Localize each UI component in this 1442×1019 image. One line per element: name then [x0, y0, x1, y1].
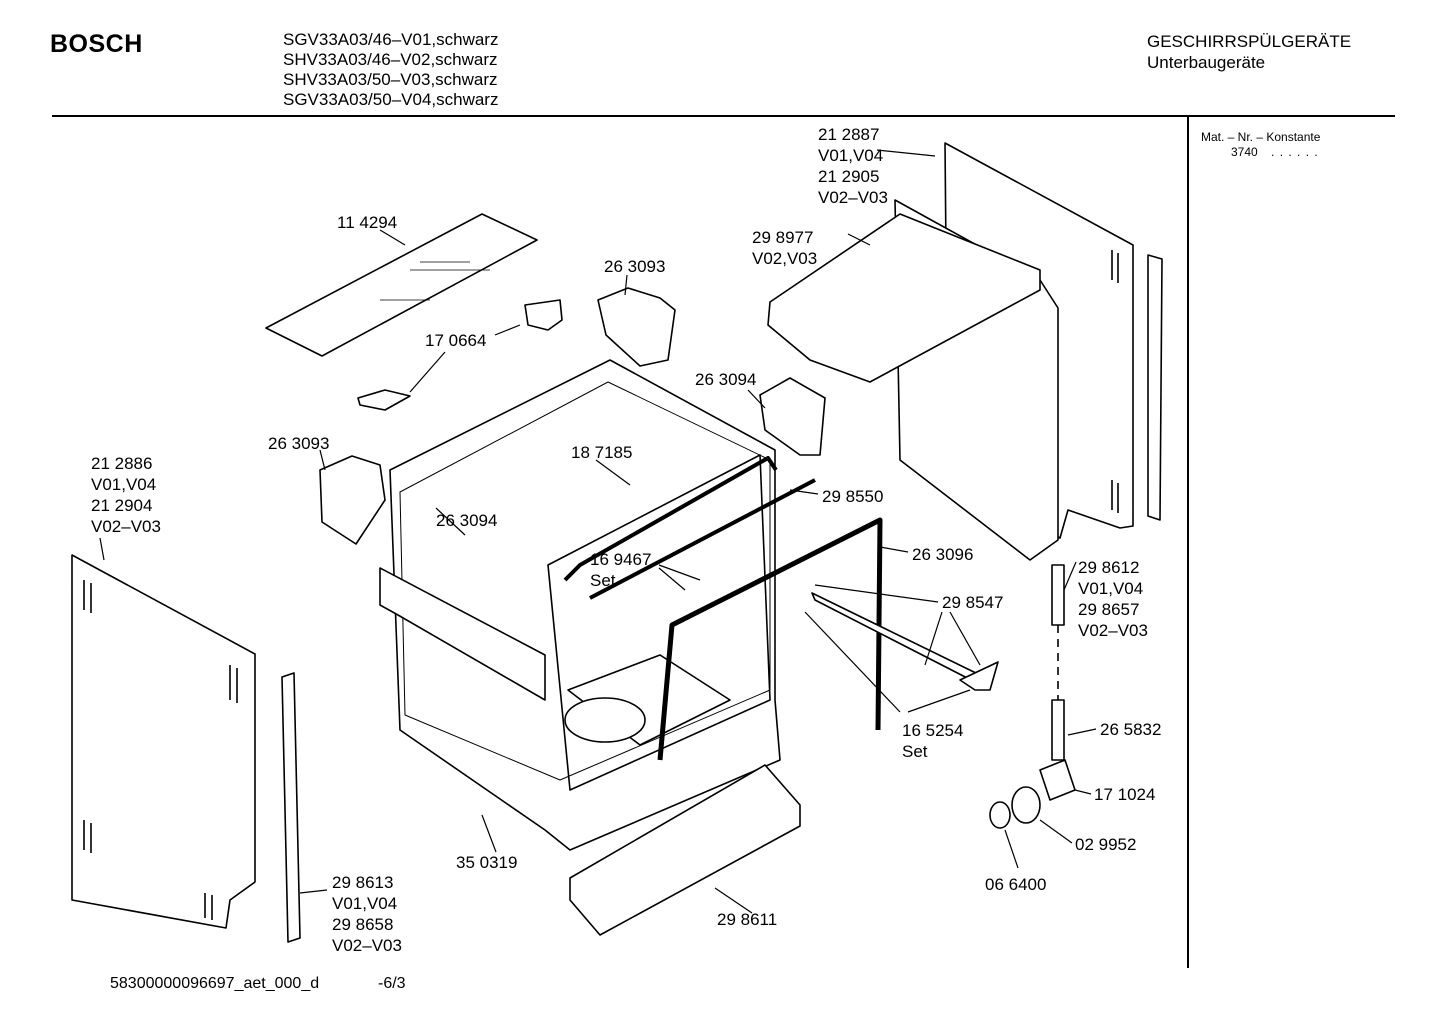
part-label: 26 3094 — [695, 369, 756, 390]
leader-lines — [99, 149, 1097, 914]
part-variant: V02–V03 — [1078, 621, 1148, 640]
part-number: 26 3093 — [604, 257, 666, 276]
part-variant: V02,V03 — [752, 249, 818, 268]
part-number: 21 2904 — [91, 496, 153, 515]
material-constant-value: 3740 — [1231, 145, 1258, 159]
front-trim — [379, 567, 546, 701]
part-label: 29 8613 V01,V04 29 8658 V02–V03 — [332, 872, 402, 956]
part-number: 29 8977 — [752, 228, 814, 247]
part-number: 29 8611 — [717, 910, 778, 929]
side-strip-right — [1147, 254, 1163, 521]
part-number: 16 5254 — [902, 721, 964, 740]
part-label: 26 5832 — [1100, 719, 1161, 740]
part-number: 26 3093 — [268, 434, 330, 453]
part-number: 29 8658 — [332, 915, 394, 934]
part-number: 26 5832 — [1100, 720, 1162, 739]
part-number: 17 0664 — [425, 331, 487, 350]
brand-logo: BOSCH — [50, 30, 143, 58]
part-variant: Set — [590, 571, 616, 590]
part-number: 21 2887 — [818, 125, 880, 144]
part-variant: V02–V03 — [818, 188, 888, 207]
part-label: 35 0319 — [456, 852, 517, 873]
part-number: 17 1024 — [1094, 785, 1156, 804]
part-number: 11 4294 — [337, 213, 398, 232]
hinge-cover-right — [759, 377, 826, 456]
part-label: 26 3093 — [604, 256, 665, 277]
page-number: -6/3 — [378, 975, 406, 992]
part-number: 29 8547 — [942, 593, 1004, 612]
nut-ring — [989, 801, 1011, 829]
material-constant-title: Mat. – Nr. – Konstante — [1201, 130, 1321, 144]
part-number: 29 8612 — [1078, 558, 1140, 577]
part-label: 26 3093 — [268, 433, 329, 454]
part-label: 21 2887 V01,V04 21 2905 V02–V03 — [818, 124, 888, 208]
guide-rail — [589, 478, 816, 600]
part-label: 16 5254 Set — [902, 720, 963, 762]
part-number: 35 0319 — [456, 853, 518, 872]
part-variant: V01,V04 — [332, 894, 398, 913]
part-number: 21 2886 — [91, 454, 153, 473]
part-variant: V02–V03 — [91, 517, 161, 536]
material-constant-row: 3740 . . . . . . — [1201, 145, 1320, 160]
part-label: 17 1024 — [1094, 784, 1155, 805]
part-label: 26 3096 — [912, 544, 973, 565]
model-line: SHV33A03/50–V03,schwarz — [283, 70, 498, 89]
model-line: SHV33A03/46–V02,schwarz — [283, 50, 498, 69]
top-insulation-panel — [767, 213, 1041, 383]
part-variant: V01,V04 — [1078, 579, 1144, 598]
part-label: 26 3094 — [436, 510, 497, 531]
part-number: 29 8550 — [822, 487, 884, 506]
material-constant: Mat. – Nr. – Konstante 3740 . . . . . . — [1201, 130, 1320, 160]
part-number: 06 6400 — [985, 875, 1047, 894]
part-variant: V01,V04 — [818, 146, 884, 165]
side-panel-left — [71, 554, 256, 929]
part-number: 29 8613 — [332, 873, 394, 892]
inlet-hose-lower — [1051, 699, 1065, 761]
part-label: 29 8550 — [822, 486, 883, 507]
header-divider — [52, 115, 1395, 117]
category-title: GESCHIRRSPÜLGERÄTE — [1147, 32, 1352, 51]
part-label: 02 9952 — [1075, 834, 1136, 855]
part-number: 18 7185 — [571, 443, 633, 462]
part-variant: Set — [902, 742, 928, 761]
part-label: 21 2886 V01,V04 21 2904 V02–V03 — [91, 453, 161, 537]
part-variant: V01,V04 — [91, 475, 157, 494]
part-variant: V02–V03 — [332, 936, 402, 955]
mounting-bracket-lower — [357, 389, 411, 411]
part-label: 11 4294 — [337, 212, 397, 233]
model-line: SGV33A03/46–V01,schwarz — [283, 30, 499, 49]
part-number: 26 3094 — [436, 511, 498, 530]
category-block: GESCHIRRSPÜLGERÄTE Unterbaugeräte — [1147, 31, 1351, 73]
part-number: 26 3096 — [912, 545, 974, 564]
base-trim — [569, 764, 801, 936]
part-label: 06 6400 — [985, 874, 1046, 895]
part-number: 26 3094 — [695, 370, 757, 389]
part-number: 16 9467 — [590, 550, 652, 569]
part-label: 29 8611 — [717, 909, 777, 930]
side-strip-left — [281, 672, 301, 943]
washer-ring — [1011, 786, 1041, 824]
model-list: SGV33A03/46–V01,schwarz SHV33A03/46–V02,… — [283, 30, 498, 110]
part-number: 29 8657 — [1078, 600, 1140, 619]
hinge-clip-left — [319, 455, 386, 545]
material-constant-dots: . . . . . . — [1271, 145, 1319, 159]
side-divider — [1187, 117, 1189, 968]
hinge-clip-upper — [597, 287, 676, 367]
part-label: 17 0664 — [425, 330, 486, 351]
part-label: 16 9467 Set — [590, 549, 651, 591]
part-number: 21 2905 — [818, 167, 880, 186]
valve-fitting — [1039, 759, 1076, 801]
top-cover-panel — [265, 213, 538, 357]
model-line: SGV33A03/50–V04,schwarz — [283, 90, 499, 109]
category-subtitle: Unterbaugeräte — [1147, 53, 1266, 72]
inlet-hose-upper — [1051, 564, 1065, 626]
document-id: 58300000096697_aet_000_d — [110, 975, 320, 992]
part-label: 29 8977 V02,V03 — [752, 227, 817, 269]
part-label: 29 8547 — [942, 592, 1003, 613]
part-label: 18 7185 — [571, 442, 632, 463]
part-number: 02 9952 — [1075, 835, 1137, 854]
part-label: 29 8612 V01,V04 29 8657 V02–V03 — [1078, 557, 1148, 641]
mounting-bracket-upper — [524, 299, 563, 331]
